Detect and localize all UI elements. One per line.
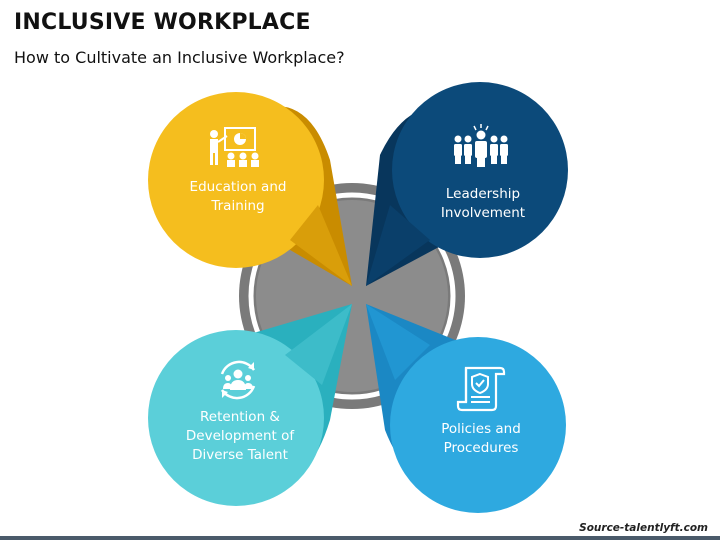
petal-leadership-label-line-1: Leadership — [445, 186, 521, 202]
leader-team-icon — [454, 124, 508, 167]
people-cycle-icon — [220, 360, 256, 400]
petal-retention-label-line-1: Retention & — [200, 409, 280, 425]
petal-leadership — [366, 82, 568, 286]
petal-policies — [366, 304, 566, 513]
page-subtitle: How to Cultivate an Inclusive Workplace? — [14, 48, 345, 67]
page-title: INCLUSIVE WORKPLACE — [14, 10, 311, 35]
petal-education-body — [148, 92, 324, 268]
petal-retention-label-line-2: Development of — [185, 428, 295, 444]
document-shield-icon — [456, 366, 506, 412]
petal-retention — [148, 304, 352, 506]
petal-leadership-label: Leadership Involvement — [408, 185, 558, 223]
petal-leadership-label-line-2: Involvement — [440, 205, 526, 221]
petal-education-label-line-1: Education and — [189, 179, 287, 195]
presentation-icon — [210, 127, 259, 167]
petal-policies-label-line-2: Procedures — [443, 440, 519, 456]
petal-policies-label: Policies and Procedures — [406, 420, 556, 458]
petal-leadership-body — [392, 82, 568, 258]
petal-retention-label: Retention & Development of Diverse Talen… — [165, 408, 315, 465]
petal-retention-body — [148, 330, 324, 506]
source-credit: Source-talentlyft.com — [579, 522, 708, 534]
petal-policies-body — [390, 337, 566, 513]
footer-bar — [0, 536, 720, 540]
center-ring — [248, 192, 456, 400]
petal-education-label: Education and Training — [163, 178, 313, 216]
petal-policies-label-line-1: Policies and — [441, 421, 521, 437]
petal-education-label-line-2: Training — [211, 198, 265, 214]
petal-retention-label-line-3: Diverse Talent — [192, 447, 288, 463]
